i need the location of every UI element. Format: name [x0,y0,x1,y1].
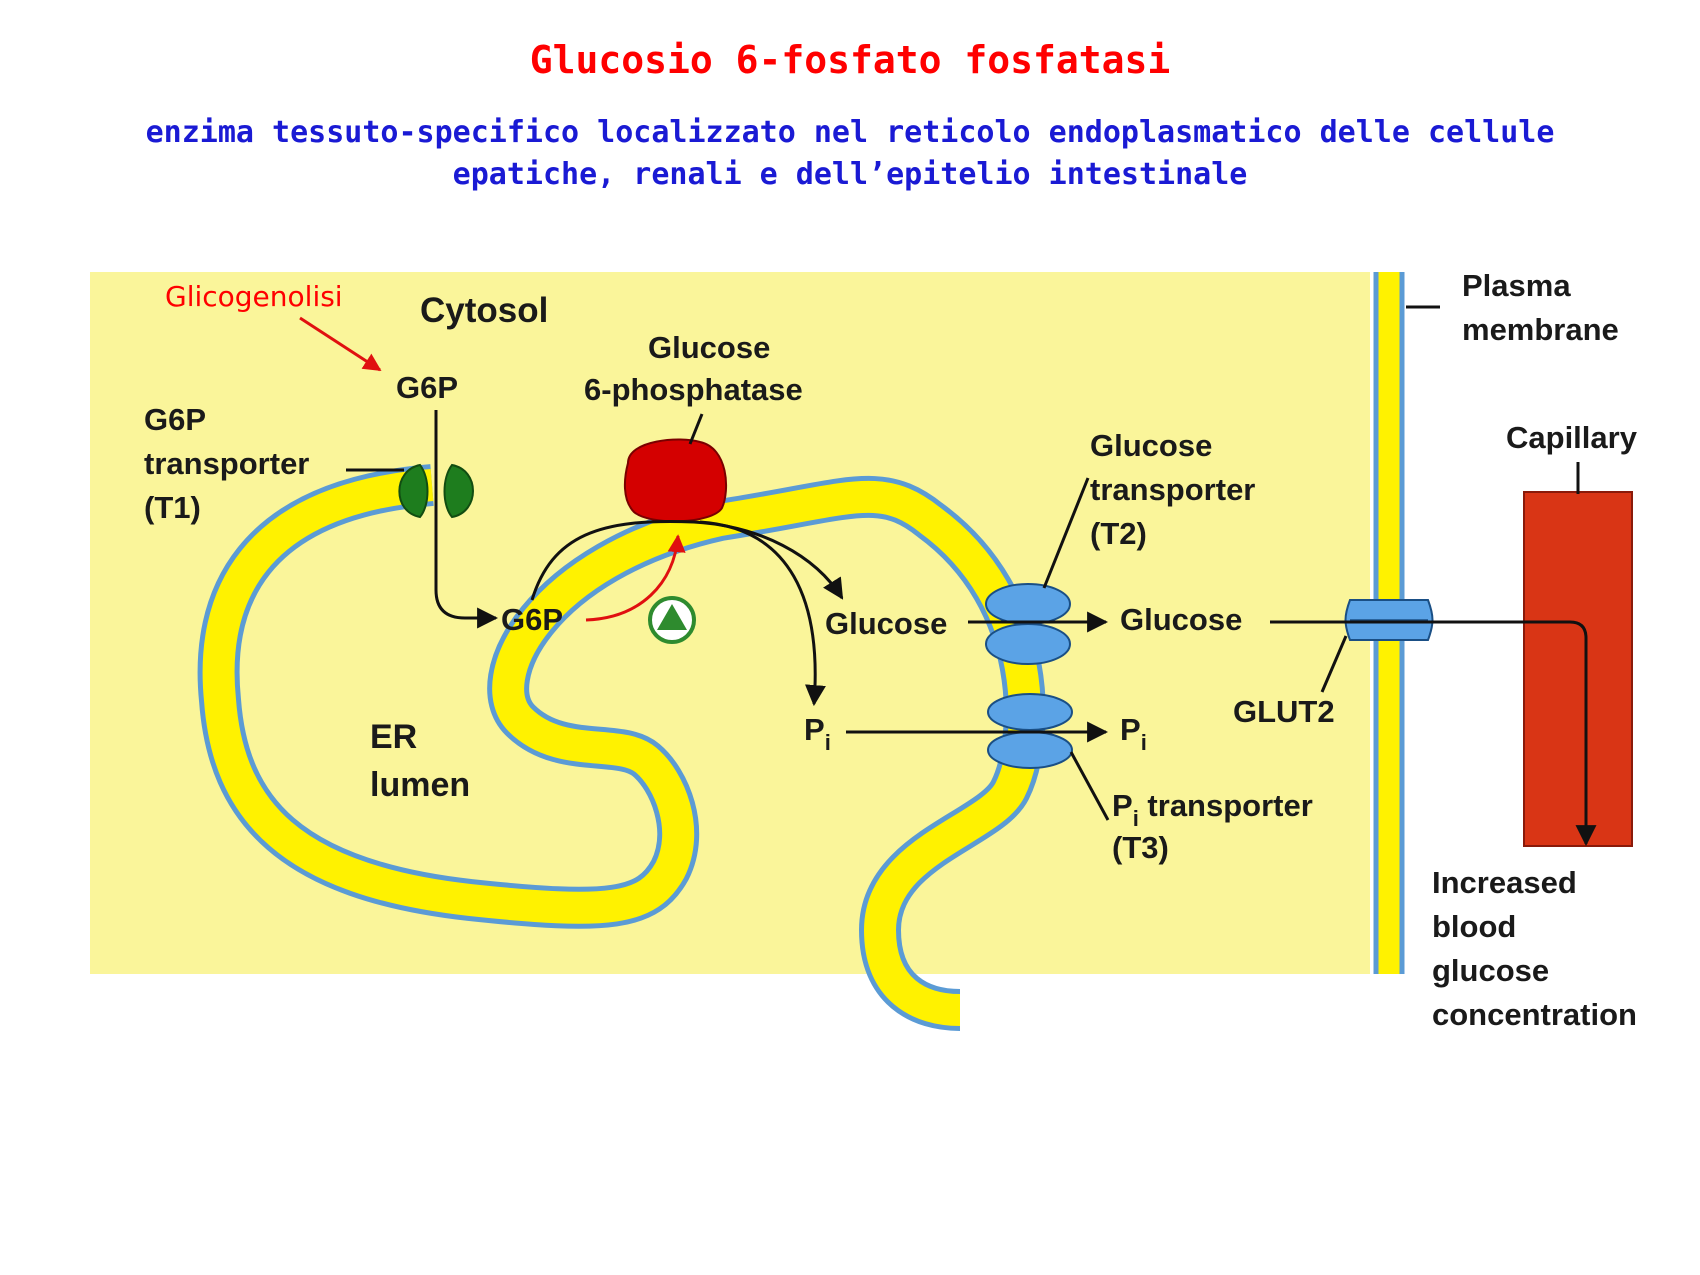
g6p-transporter-t1 [398,463,474,519]
enzyme-label-1: Glucose [648,330,770,365]
increased-label-1: Increased [1432,865,1577,900]
glucose-6-phosphatase-enzyme [623,438,728,523]
glut2-channel [1344,599,1434,641]
g6p-transporter-label-1: G6P [144,402,206,437]
page-subtitle-line-2: epatiche, renali e dell’epitelio intesti… [452,157,1248,192]
page-subtitle-line-1: enzima tessuto-specifico localizzato nel… [145,115,1555,150]
increased-label-4: concentration [1432,997,1637,1032]
pi-lumen-label: Pi [804,712,831,755]
capillary-label: Capillary [1506,420,1638,455]
pi-cytosol-label: Pi [1120,712,1147,755]
increased-label-2: blood [1432,909,1516,944]
glucose-transporter-label-2: transporter [1090,472,1255,507]
glut2-label: GLUT2 [1233,694,1335,729]
cytosol-label: Cytosol [420,291,548,330]
page-title: Glucosio 6-fosfato fosfatasi [529,38,1171,82]
glicogenolisi-arrow [299,316,382,372]
glucose-cytosol-label: Glucose [1120,602,1242,637]
plasma-membrane-label-1: Plasma [1462,268,1571,303]
g6p-transporter-label-2: transporter [144,446,309,481]
glicogenolisi-label: Glicogenolisi [165,280,343,313]
activation-arrow [585,534,686,622]
er-lumen-label-2: lumen [370,766,470,804]
glucose-transporter-label-3: (T2) [1090,516,1147,551]
annotation-arrows [299,316,686,622]
g6p-transporter-label-3: (T1) [144,490,201,525]
pi-transporter-label-1: Pi transporter [1112,788,1313,831]
increased-label-3: glucose [1432,953,1549,988]
er-lumen-label-1: ER [370,718,417,756]
capillary-vessel [1523,491,1633,847]
plasma-membrane-label-2: membrane [1462,312,1619,347]
g6p-to-enzyme-arrow [530,519,844,601]
glucose-transporter-t2 [985,583,1071,665]
leader-lines [346,305,1580,821]
reaction-arrows [434,410,1597,847]
pi-transporter-label-2: (T3) [1112,830,1169,865]
activator-icon [648,596,696,644]
glucose-lumen-label: Glucose [825,606,947,641]
g6p-transport-arrow [434,410,499,629]
enzyme-to-pi-arrow [699,520,826,707]
glucose-transporter-label-1: Glucose [1090,428,1212,463]
er-membrane [197,464,1046,1031]
enzyme-label-2: 6-phosphatase [584,372,803,407]
g6p-cytosol-label: G6P [396,370,458,405]
glucose-to-blood-arrow [1270,620,1597,847]
g6p-lumen-label: G6P [501,602,563,637]
